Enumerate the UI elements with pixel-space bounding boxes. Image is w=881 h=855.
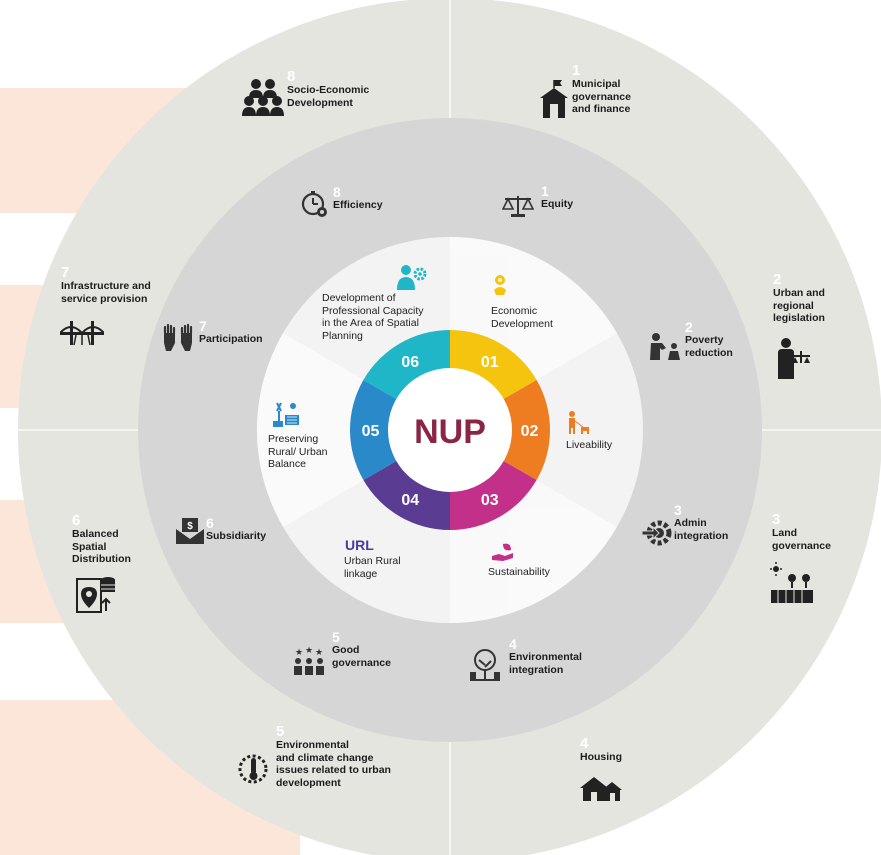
preserving-balance-label: Preserving Rural/ Urban Balance [268,433,328,470]
professional-capacity-label: Development of Professional Capacity in … [322,292,424,342]
middle-text-2: Poverty reduction [685,334,733,359]
gear-arrow-icon [641,518,673,553]
raised-hands-icon [162,323,194,358]
outer-text-3: Land governance [772,527,831,552]
middle-num-6: 6 [206,515,214,531]
outer-item-8: 8 Socio-Economic Development [287,69,369,109]
scales-icon [501,194,535,223]
middle-text-3: Admin integration [674,517,729,542]
url-title: URL [345,537,374,553]
outer-text-1: Municipal governance and finance [572,78,631,115]
economic-development-label: Economic Development [491,305,553,330]
segment-06 [363,330,450,403]
bridge-icon [59,319,105,352]
segment-ring [350,330,550,530]
outer-item-3: 3 Land governance [772,512,831,552]
outer-num-5: 5 [276,723,285,740]
segment-number-06: 06 [401,354,419,371]
middle-text-6: Subsidiarity [206,530,267,542]
town-hall-icon [539,78,569,125]
segment-number-04: 04 [401,492,419,509]
segment-03 [450,457,537,530]
middle-num-5: 5 [332,629,340,645]
flower-icon [490,273,510,302]
middle-num-2: 2 [685,319,693,335]
person-gear-icon [396,264,428,297]
segment-number-02: 02 [521,423,539,440]
segment-02 [497,380,550,480]
segment-04 [363,457,450,530]
sustainability-label: Sustainability [488,566,550,578]
center-label: NUP [414,413,486,451]
svg-text:$: $ [187,521,193,532]
middle-text-1: Equity [541,198,574,210]
map-pin-icon [76,575,116,618]
segment-number-03: 03 [481,492,499,509]
middle-num-1: 1 [541,183,549,199]
svg-text:★: ★ [305,645,313,655]
segment-number-05: 05 [362,423,380,440]
outer-item-6: 6 Balanced Spatial Distribution [72,513,131,566]
middle-text-7: Participation [199,333,263,345]
outer-text-6: Balanced Spatial Distribution [72,528,131,565]
outer-num-1: 1 [572,62,581,79]
outer-text-2: Urban and regional legislation [773,287,825,324]
middle-num-4: 4 [509,636,517,652]
hand-leaf-icon [491,542,515,567]
stopwatch-gear-icon [301,191,329,224]
outer-item-2: 2 Urban and regional legislation [773,272,825,325]
house-icon [580,776,622,807]
charity-icon [648,332,682,367]
windmill-farm-icon [271,401,301,434]
middle-num-7: 7 [199,318,207,334]
segment-number-01: 01 [481,354,499,371]
liveability-label: Liveability [566,439,613,451]
middle-text-5: Good governance [332,644,391,669]
outer-text-4: Housing [580,751,622,763]
middle-num-3: 3 [674,502,682,518]
urban-rural-linkage-label: Urban Rural linkage [344,555,401,580]
outer-num-8: 8 [287,68,296,85]
svg-text:★: ★ [295,647,303,657]
people-stars-icon: ★★★ [291,645,327,682]
outer-text-7: Infrastructure and service provision [61,280,151,305]
outer-item-7: 7 Infrastructure and service provision [61,265,151,305]
outer-num-2: 2 [773,271,782,288]
center-circle [388,368,512,492]
svg-text:★: ★ [315,647,323,657]
money-envelope-icon: $ [175,517,205,550]
outer-num-6: 6 [72,512,81,529]
outer-text-5: Environmental and climate change issues … [276,739,391,789]
middle-text-8: Efficiency [333,199,383,211]
segment-05 [350,380,403,480]
segment-numbers: 01 02 03 04 05 06 [362,354,539,509]
outer-num-4: 4 [580,735,589,752]
outer-item-1: 1 Municipal governance and finance [572,63,631,116]
person-walking-dog-icon [565,411,591,440]
group-icon [241,78,285,121]
judge-icon [776,337,812,384]
outer-num-7: 7 [61,264,70,281]
tree-icon [468,648,502,687]
land-icon [770,562,814,609]
outer-item-4: 4 Housing [580,736,622,764]
outer-item-5: 5 Environmental and climate change issue… [276,724,391,789]
middle-text-4: Environmental integration [509,651,582,676]
outer-ring-dividers [18,0,881,855]
outer-text-8: Socio-Economic Development [287,84,370,109]
segment-01 [450,330,537,403]
thermometer-icon [236,752,270,791]
outer-num-3: 3 [772,511,781,528]
middle-num-8: 8 [333,184,341,200]
